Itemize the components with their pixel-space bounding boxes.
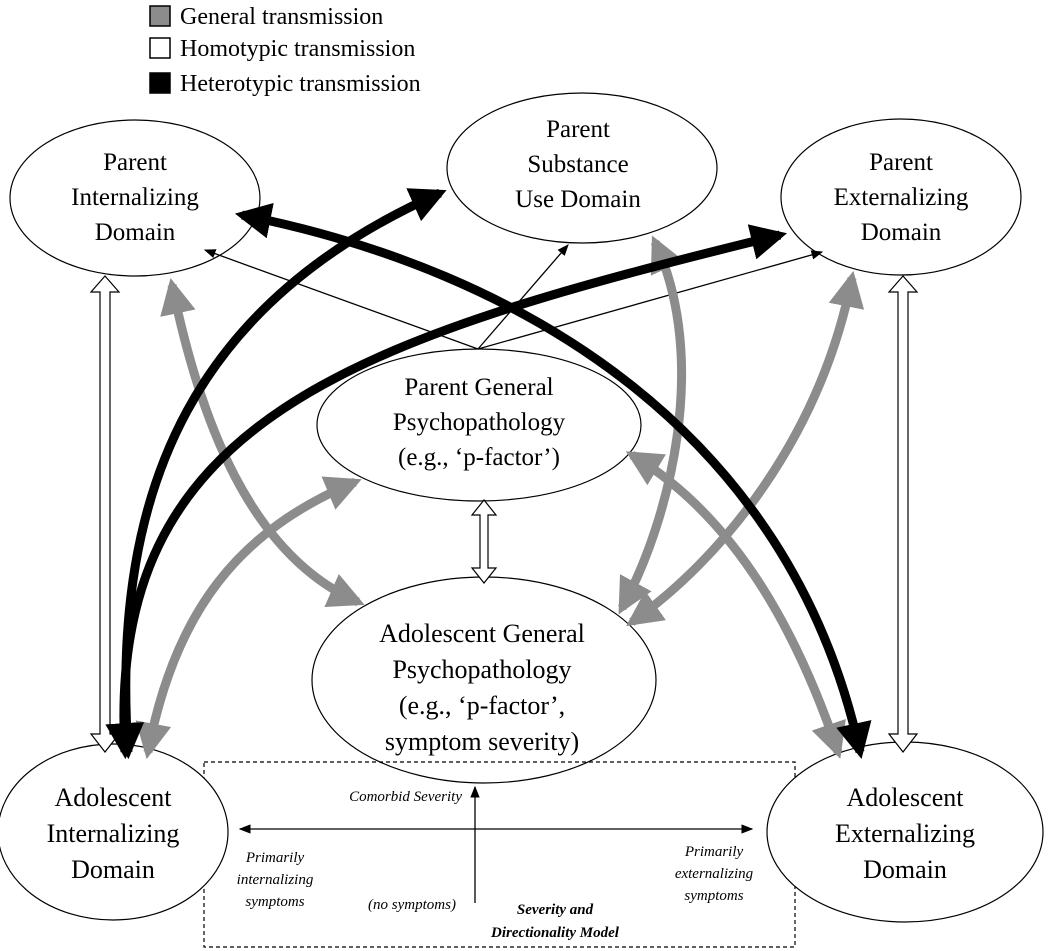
left-direction-label: Primarily internalizing symptoms — [237, 850, 314, 910]
homotypic-arrow-general — [470, 499, 498, 584]
label-parent-general: Parent General Psychopathology (e.g., ‘p… — [393, 374, 566, 471]
label-adolescent-general: Adolescent General Psychopathology (e.g.… — [379, 619, 585, 756]
label-line: Primarily — [684, 844, 744, 860]
label-line: Use Domain — [515, 186, 641, 213]
general-factor-loadings — [203, 244, 824, 350]
label-line: Primarily — [245, 850, 305, 866]
general-arrow-parent-ext-adol-general — [626, 270, 865, 627]
model-axes — [238, 785, 754, 903]
label-line: externalizing — [675, 866, 754, 882]
label-adolescent-externalizing: Adolescent Externalizing Domain — [835, 783, 975, 884]
label-line: Domain — [863, 855, 947, 884]
label-line: Domain — [95, 219, 176, 246]
no-symptoms-label: (no symptoms) — [368, 897, 456, 913]
legend: General transmission Homotypic transmiss… — [149, 4, 421, 97]
label-line: Adolescent — [55, 783, 173, 812]
label-line: symptoms — [245, 894, 304, 910]
label-line: (e.g., ‘p-factor’) — [398, 444, 560, 471]
label-line: Psychopathology — [392, 655, 571, 684]
comorbid-severity-label: Comorbid Severity — [349, 789, 462, 805]
label-line: Adolescent General — [379, 619, 585, 648]
legend-swatch-general — [149, 5, 171, 27]
label-line: Parent — [103, 149, 167, 176]
label-line: internalizing — [237, 872, 314, 888]
heterotypic-transmission-arrows — [105, 188, 872, 760]
legend-swatch-homotypic — [149, 37, 171, 59]
label-line: Directionality Model — [490, 925, 620, 941]
label-line: Externalizing — [835, 819, 975, 848]
legend-label-homotypic: Homotypic transmission — [180, 36, 415, 62]
label-parent-internalizing: Parent Internalizing Domain — [71, 149, 199, 246]
label-line: Internalizing — [47, 819, 180, 848]
label-parent-substance: Parent Substance Use Domain — [515, 116, 641, 213]
label-line: symptom severity) — [385, 727, 579, 756]
label-line: Parent — [546, 116, 610, 143]
legend-swatch-heterotypic — [149, 72, 171, 94]
label-line: Parent — [869, 149, 933, 176]
heterotypic-arrow-parent-int-adol-ext — [234, 202, 872, 760]
label-line: Severity and — [517, 902, 594, 918]
label-line: Substance — [527, 151, 628, 178]
homotypic-arrow-externalizing — [887, 275, 919, 753]
label-line: Externalizing — [834, 184, 969, 211]
model-title: Severity and Directionality Model — [490, 902, 620, 941]
label-parent-externalizing: Parent Externalizing Domain — [834, 149, 969, 246]
homotypic-arrow-internalizing — [89, 275, 121, 753]
label-line: Domain — [861, 219, 942, 246]
label-line: Domain — [71, 855, 155, 884]
label-line: Adolescent — [847, 783, 965, 812]
legend-label-heterotypic: Heterotypic transmission — [180, 71, 421, 97]
label-line: Psychopathology — [393, 409, 566, 436]
label-adolescent-internalizing: Adolescent Internalizing Domain — [47, 783, 180, 884]
legend-label-general: General transmission — [180, 4, 383, 30]
label-line: symptoms — [684, 888, 743, 904]
label-line: (e.g., ‘p-factor’, — [399, 691, 565, 720]
label-line: Internalizing — [71, 184, 199, 211]
right-direction-label: Primarily externalizing symptoms — [675, 844, 754, 904]
label-line: Parent General — [404, 374, 553, 401]
